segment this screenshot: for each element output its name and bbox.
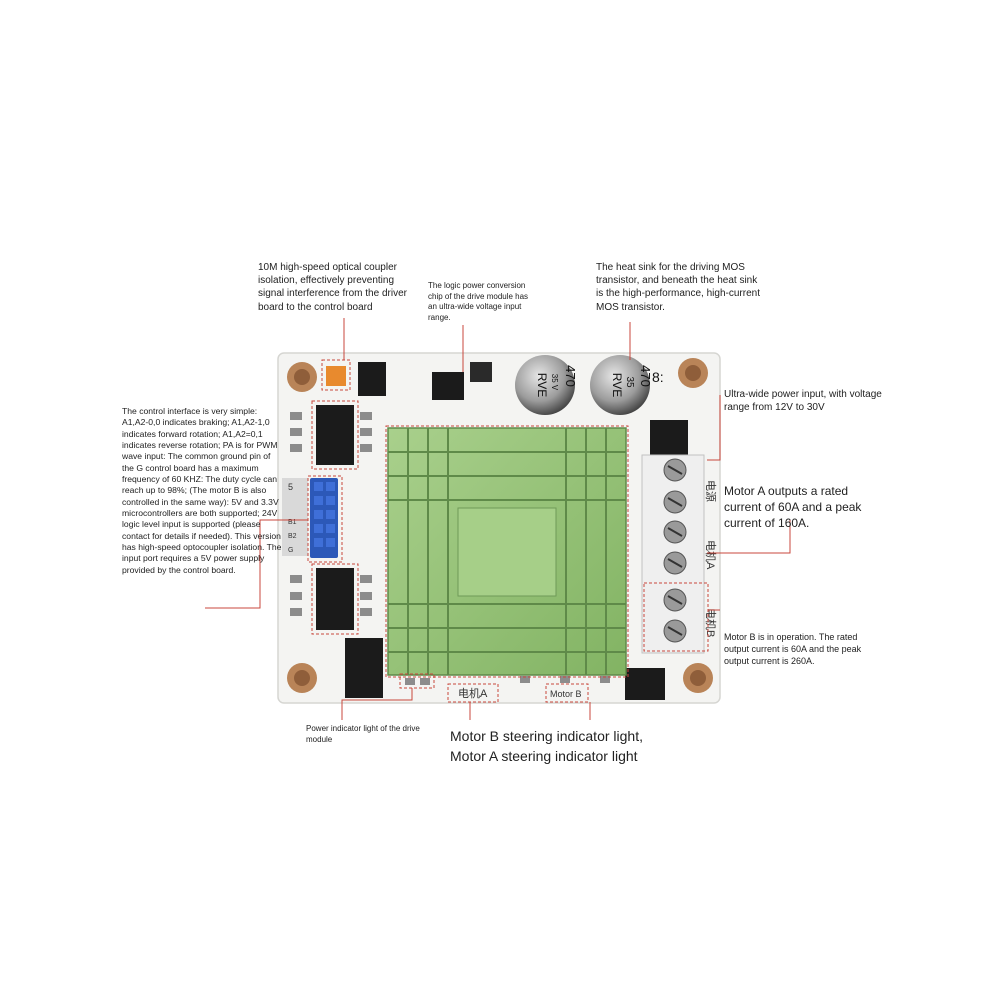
regulator-chip: [358, 362, 386, 396]
mount-holes: [287, 358, 713, 693]
svg-text:B1: B1: [288, 519, 297, 526]
optocoupler-chip-1: [316, 405, 354, 465]
svg-text:470: 470: [563, 365, 578, 387]
svg-text:RVE: RVE: [610, 373, 624, 397]
svg-text:470: 470: [638, 365, 653, 387]
annotation-motor-a-outputs: Motor A outputs a rated current of 60A a…: [724, 484, 862, 530]
svg-text:5: 5: [288, 482, 293, 492]
power-input-chip: [650, 420, 688, 456]
control-connector: [310, 478, 338, 558]
annotation-power-input: Ultra-wide power input, with voltage ran…: [724, 389, 882, 414]
steering-indicator-line-2: Motor A steering indicator light: [450, 748, 638, 765]
power-indicator-chip: [345, 638, 383, 698]
annotation-motor-b-operation: Motor B is in operation. The rated outpu…: [724, 632, 862, 666]
annotation-optocoupler: 10M high-speed optical coupler isolation…: [258, 262, 407, 313]
logic-power-chip: [432, 372, 464, 400]
orange-component: [326, 366, 346, 386]
capacitor-left: 470 35 V RVE: [515, 355, 578, 415]
heatsink: [387, 427, 627, 676]
svg-text:G: G: [288, 547, 293, 554]
svg-text:B2: B2: [288, 533, 297, 540]
optocoupler-chip-2: [316, 568, 354, 630]
terminal-label-motor-b: 电机B: [704, 608, 718, 637]
svg-text:RVE: RVE: [535, 373, 549, 397]
pin-label-strip: [282, 478, 308, 556]
annotation-steering-indicator: Motor B steering indicator light, Motor …: [450, 726, 710, 767]
annotation-heat-sink: The heat sink for the driving MOS transi…: [596, 262, 760, 313]
annotation-logic-power: The logic power conversion chip of the d…: [428, 281, 529, 322]
svg-text:35 V: 35 V: [550, 374, 559, 391]
corner-mark: 8:: [652, 369, 664, 385]
capacitor-right: 470 35 RVE: [590, 355, 653, 415]
terminal-label-motor-a: 电机A: [704, 540, 718, 570]
annotation-control-interface: The control interface is very simple: A1…: [122, 406, 282, 575]
steering-indicator-line-1: Motor B steering indicator light,: [450, 728, 643, 744]
bottom-label-motor-b: Motor B: [550, 689, 582, 699]
terminal-label-power: 电源: [704, 480, 718, 502]
annotation-power-indicator: Power indicator light of the drive modul…: [306, 724, 420, 744]
svg-text:35: 35: [624, 376, 635, 388]
bottom-label-motor-a: 电机A: [458, 686, 488, 700]
